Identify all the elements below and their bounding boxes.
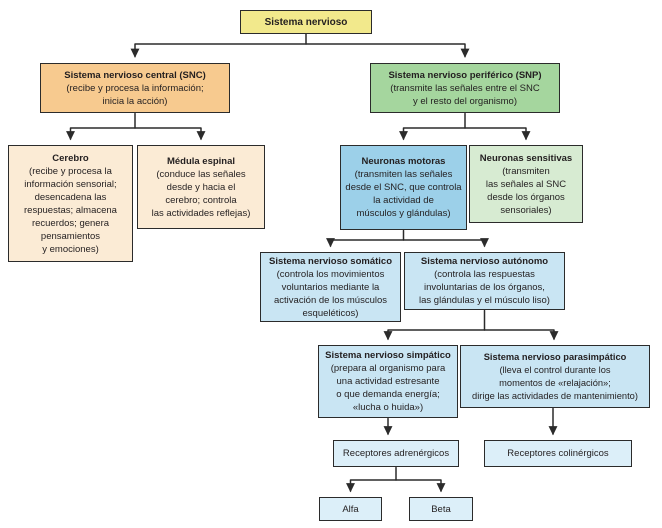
node-description: (controla los movimientos voluntarios me… bbox=[274, 268, 387, 319]
node-description: (transmiten las señales al SNC desde los… bbox=[485, 165, 567, 216]
node-cerebro: Cerebro (recibe y procesa la información… bbox=[8, 145, 133, 262]
node-sistema-nervioso-autonomo: Sistema nervioso autónomo (controla las … bbox=[404, 252, 565, 310]
node-title: Sistema nervioso parasimpático bbox=[483, 351, 627, 362]
node-receptores-colinergicos: Receptores colinérgicos bbox=[484, 440, 632, 467]
node-label: Receptores colinérgicos bbox=[507, 448, 609, 459]
node-label: Receptores adrenérgicos bbox=[342, 448, 450, 459]
node-title: Cerebro bbox=[52, 152, 89, 164]
node-description: (recibe y procesa la información; inicia… bbox=[66, 82, 204, 107]
node-title: Neuronas sensitivas bbox=[479, 152, 573, 164]
node-title: Sistema nervioso autónomo bbox=[420, 256, 549, 267]
node-title: Médula espinal bbox=[166, 155, 236, 167]
node-description: (controla las respuestas involuntarias d… bbox=[419, 269, 550, 306]
node-sistema-nervioso: Sistema nervioso bbox=[240, 10, 372, 34]
node-beta: Beta bbox=[409, 497, 473, 521]
node-sistema-nervioso-periferico: Sistema nervioso periférico (SNP) (trans… bbox=[370, 63, 560, 113]
node-label: Alfa bbox=[342, 503, 359, 515]
node-label: Beta bbox=[431, 503, 451, 515]
node-title: Sistema nervioso central (SNC) bbox=[64, 69, 206, 81]
node-description: (lleva el control durante los momentos d… bbox=[472, 364, 638, 401]
node-description: (transmiten las señales desde el SNC, qu… bbox=[345, 169, 462, 219]
node-description: (prepara al organismo para una actividad… bbox=[330, 363, 446, 413]
node-sistema-nervioso-simpatico: Sistema nervioso simpático (prepara al o… bbox=[318, 345, 458, 418]
node-sistema-nervioso-somatico: Sistema nervioso somático (controla los … bbox=[260, 252, 401, 322]
node-neuronas-sensitivas: Neuronas sensitivas (transmiten las seña… bbox=[469, 145, 583, 223]
node-sistema-nervioso-central: Sistema nervioso central (SNC) (recibe y… bbox=[40, 63, 230, 113]
node-description: (recibe y procesa la información sensori… bbox=[24, 165, 117, 255]
node-medula-espinal: Médula espinal (conduce las señales desd… bbox=[137, 145, 265, 229]
node-neuronas-motoras: Neuronas motoras (transmiten las señales… bbox=[340, 145, 467, 230]
node-title: Sistema nervioso periférico (SNP) bbox=[388, 69, 542, 81]
node-title: Sistema nervioso simpático bbox=[325, 350, 451, 361]
node-title: Neuronas motoras bbox=[361, 156, 446, 167]
node-alfa: Alfa bbox=[319, 497, 382, 521]
node-sistema-nervioso-parasimpatico: Sistema nervioso parasimpático (lleva el… bbox=[460, 345, 650, 408]
node-title: Sistema nervioso somático bbox=[268, 255, 393, 267]
node-receptores-adrenergicos: Receptores adrenérgicos bbox=[333, 440, 459, 467]
node-title: Sistema nervioso bbox=[264, 16, 348, 28]
node-description: (transmite las señales entre el SNC y el… bbox=[390, 82, 540, 107]
node-description: (conduce las señales desde y hacia el ce… bbox=[151, 168, 251, 219]
